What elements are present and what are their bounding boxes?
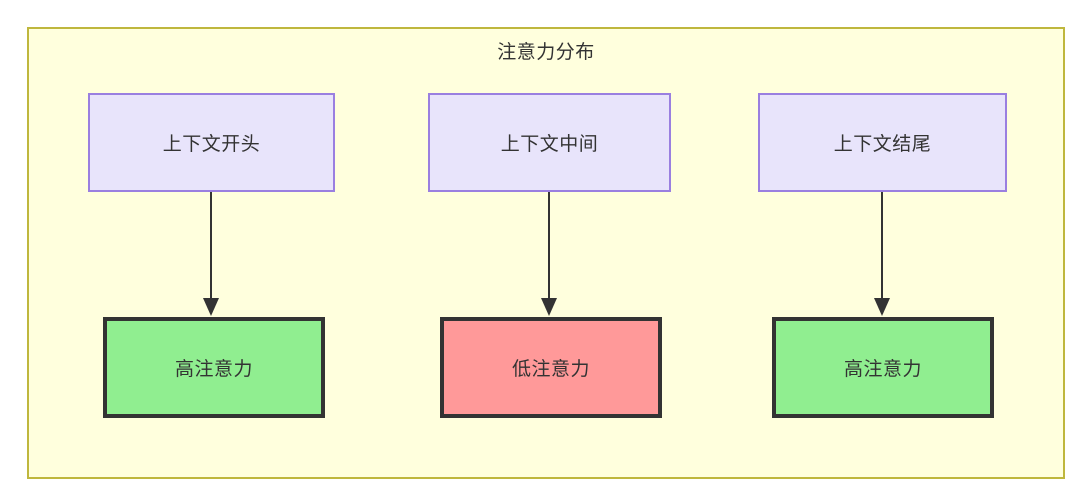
context-node-end[interactable]: 上下文结尾 — [758, 93, 1007, 192]
context-node-middle[interactable]: 上下文中间 — [428, 93, 671, 192]
diagram-title: 注意力分布 — [497, 42, 595, 63]
context-node-start[interactable]: 上下文开头 — [88, 93, 335, 192]
attention-node-low-middle[interactable]: 低注意力 — [440, 317, 662, 418]
attention-node-high-start[interactable]: 高注意力 — [103, 317, 325, 418]
attention-node-high-end[interactable]: 高注意力 — [772, 317, 994, 418]
